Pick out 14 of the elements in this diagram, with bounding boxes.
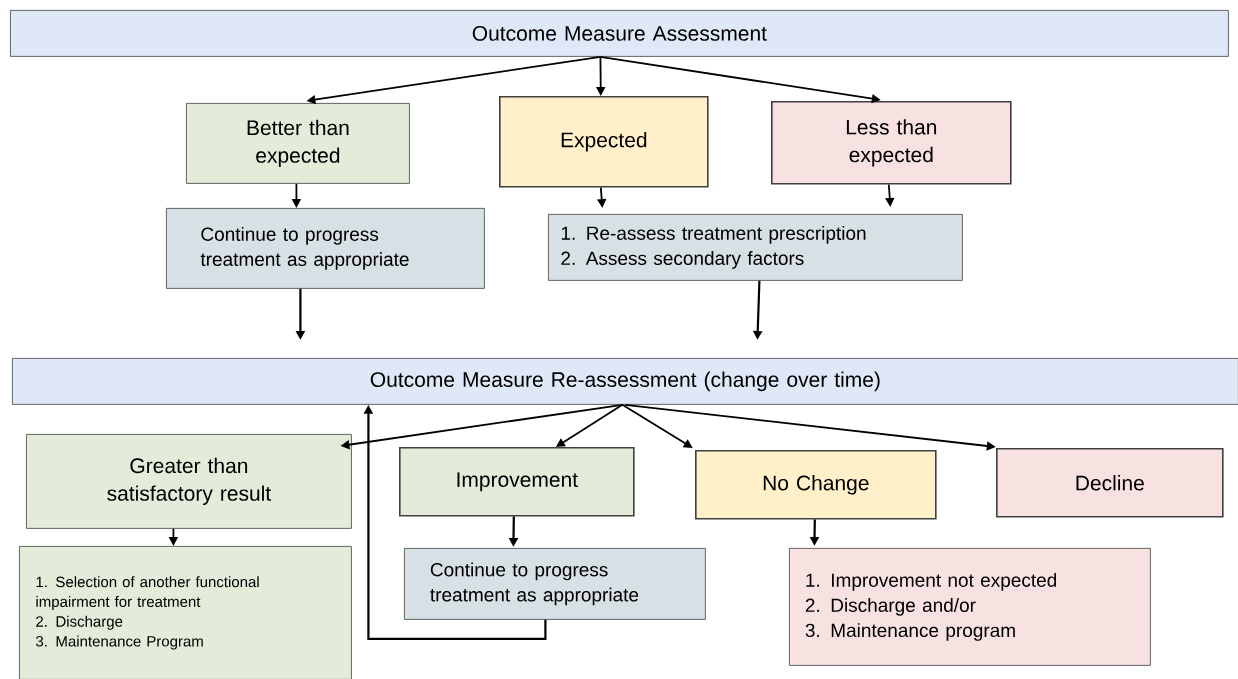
action-box: 1. Re-assess treatment prescription 2. Assess secondary factors (548, 214, 963, 281)
action-box: 1. Selection of another functional impairment for treatment 2. Discharge 3. Maintenance Program (19, 546, 352, 679)
action-box: Continue to progress treatment as appropriate (404, 548, 706, 620)
outcome-box: Less than expected (771, 101, 1012, 185)
action-box: Continue to progress treatment as appropriate (166, 208, 485, 289)
outcome-box: Decline (996, 448, 1224, 518)
header-bar: Outcome Measure Assessment (10, 10, 1229, 57)
outcome-box: No Change (695, 450, 937, 520)
action-box: 1. Improvement not expected 2. Discharge and/or 3. Maintenance program (789, 548, 1151, 666)
outcome-box: Expected (499, 96, 709, 188)
outcome-box: Greater than satisfactory result (26, 434, 352, 529)
outcome-box: Improvement (399, 447, 635, 517)
outcome-box: Better than expected (186, 103, 410, 184)
header-bar: Outcome Measure Re-assessment (change over time) (12, 358, 1238, 405)
